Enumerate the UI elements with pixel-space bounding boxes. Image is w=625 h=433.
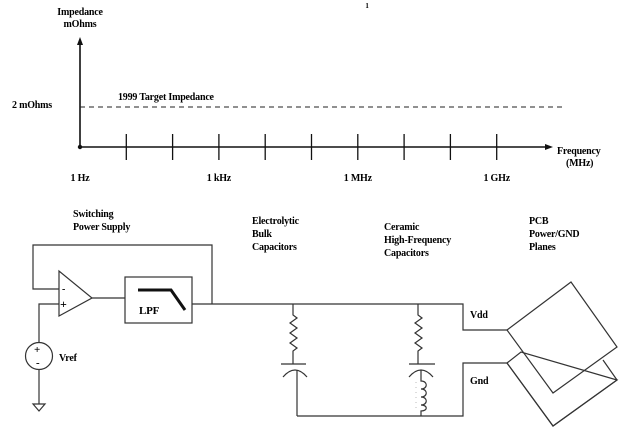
- pcb-label-line1: PCB: [529, 216, 549, 227]
- vref-minus-sign: -: [36, 357, 40, 369]
- ceramic-capacitor-branch: [408, 304, 435, 416]
- esl-inductor-icon: [420, 370, 427, 416]
- vref-plus-wire: [38, 303, 59, 342]
- vref-plus-sign: +: [34, 344, 40, 356]
- electrolytic-capacitor-branch: [281, 304, 308, 416]
- impedance-graph: Impedance mOhms 1 1999 Target Impedance …: [12, 2, 601, 184]
- ground-icon: [31, 403, 47, 412]
- pcb-label-line2: Power/GND: [529, 229, 579, 240]
- feedback-wire: [32, 244, 213, 304]
- gnd-bus-wire: [297, 362, 507, 417]
- switching-supply-label-line1: Switching: [73, 209, 114, 220]
- target-impedance-label: 1999 Target Impedance: [118, 92, 215, 103]
- electrolytic-label-line3: Capacitors: [252, 242, 297, 253]
- pdn-circuit: Switching Power Supply Electrolytic Bulk…: [24, 209, 619, 427]
- electrolytic-label-line2: Bulk: [252, 229, 272, 240]
- switching-supply-label-line2: Power Supply: [73, 222, 130, 233]
- electrolytic-label-line1: Electrolytic: [252, 216, 300, 227]
- ceramic-label-line3: Capacitors: [384, 248, 429, 259]
- x-axis-ticks: [125, 134, 498, 160]
- opamp-symbol: [58, 269, 94, 318]
- ceramic-label-line1: Ceramic: [384, 222, 420, 233]
- x-tick-label: 1 MHz: [344, 173, 373, 184]
- x-tick-labels: 1 Hz 1 kHz 1 MHz 1 GHz: [71, 173, 511, 184]
- lpf-response-icon: [138, 288, 187, 311]
- stray-mark: 1: [365, 2, 369, 10]
- vdd-bus-wire: [192, 303, 507, 331]
- target-value-label: 2 mOhms: [12, 100, 52, 111]
- esr-resistor-icon: [288, 304, 299, 364]
- x-tick-label: 1 kHz: [207, 173, 232, 184]
- ceramic-label-line2: High-Frequency: [384, 235, 451, 246]
- vref-label: Vref: [59, 353, 78, 364]
- esr-resistor-icon: [413, 304, 424, 364]
- gnd-plane-outline: [506, 359, 618, 427]
- lpf-label: LPF: [139, 305, 160, 317]
- vref-source-symbol: [24, 341, 54, 371]
- x-axis-label-line1: Frequency: [557, 146, 601, 157]
- y-axis-label-line2: mOhms: [64, 19, 97, 30]
- opamp-minus-sign: -: [62, 284, 65, 295]
- origin-dot: [77, 144, 83, 150]
- x-axis-label-line2: (MHz): [566, 158, 593, 169]
- gnd-label: Gnd: [470, 376, 489, 387]
- vdd-label: Vdd: [470, 310, 488, 321]
- x-axis-arrowhead: [545, 144, 553, 150]
- pcb-label-line3: Planes: [529, 242, 556, 253]
- gnd-plane-shape: [506, 351, 619, 427]
- lpf-box: [124, 276, 193, 324]
- opamp-plus-sign: +: [60, 297, 67, 311]
- x-tick-label: 1 GHz: [483, 173, 510, 184]
- capacitor-curved-plate-icon: [282, 369, 308, 378]
- x-tick-label: 1 Hz: [71, 173, 91, 184]
- power-plane-shape: [506, 281, 618, 394]
- y-axis-label-line1: Impedance: [57, 7, 103, 18]
- y-axis-arrowhead: [77, 37, 83, 45]
